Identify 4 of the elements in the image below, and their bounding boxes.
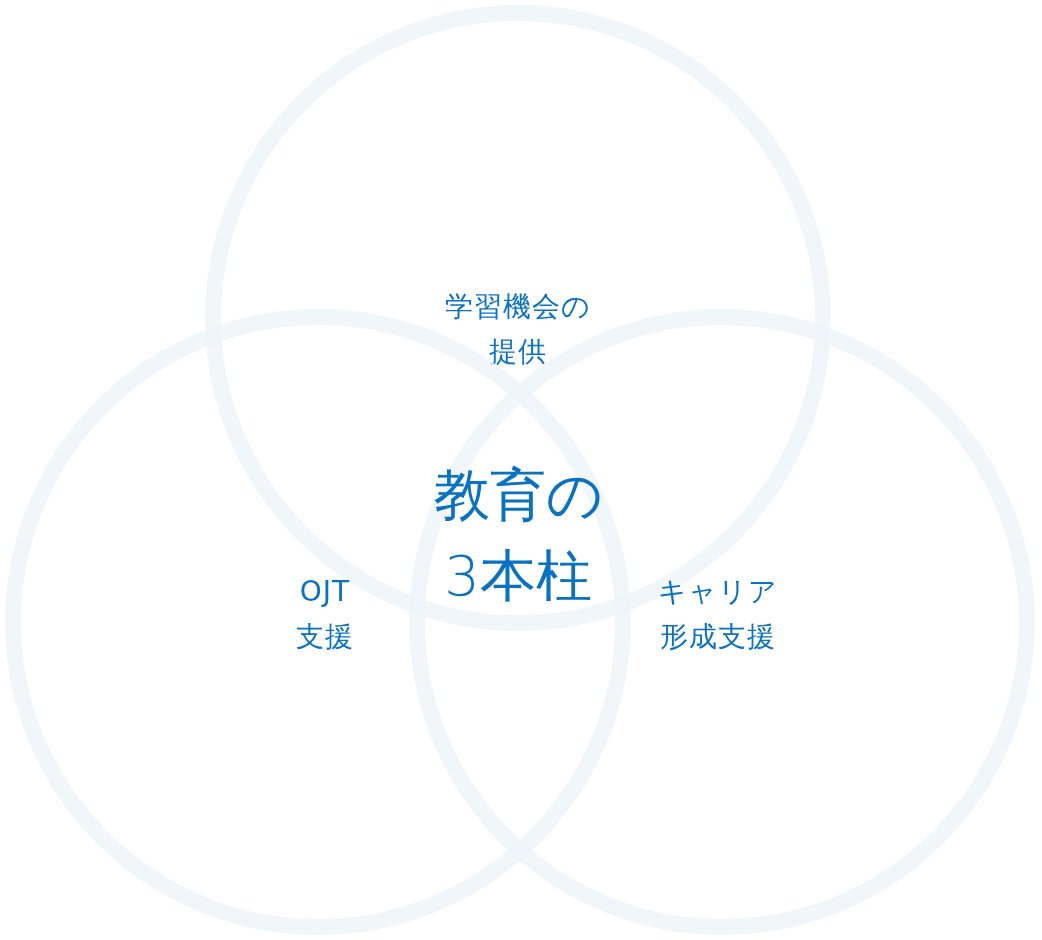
center-title: 教育の3本柱 xyxy=(432,460,604,610)
circle-label: キャリア形成支援 xyxy=(657,574,779,655)
circle-label: OJT支援 xyxy=(295,574,355,655)
circle-label: 学習機会の提供 xyxy=(444,289,592,370)
